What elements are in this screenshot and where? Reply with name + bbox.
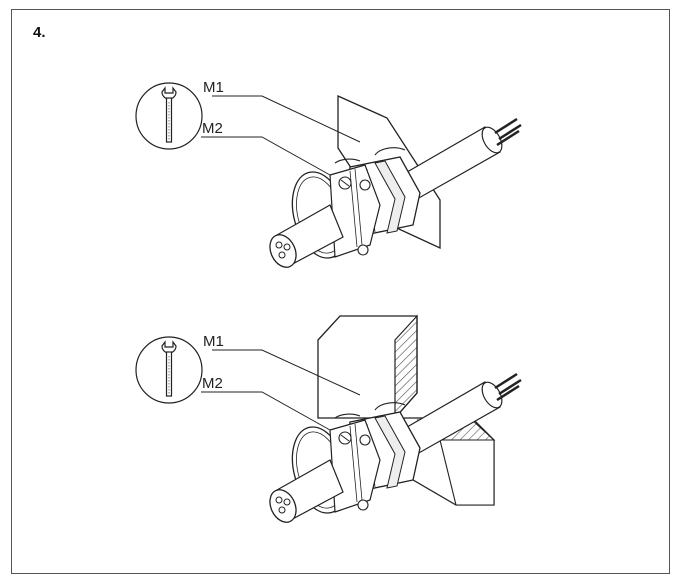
- leader-m2: [201, 136, 331, 176]
- wrench-icon: [135, 336, 203, 404]
- figure-panel-mount: M1 M2: [135, 79, 523, 273]
- callout-m2: M2: [202, 120, 223, 137]
- callout-m2: M2: [202, 375, 223, 392]
- callout-m1: M1: [203, 333, 224, 350]
- leader-m1: [212, 95, 361, 143]
- leader-m1: [212, 349, 361, 396]
- callout-m1: M1: [203, 79, 224, 96]
- wrench-icon: [135, 82, 203, 150]
- leader-m2: [201, 391, 331, 431]
- figure-block-mount: M1 M2: [135, 314, 523, 528]
- step-number: 4.: [33, 24, 46, 41]
